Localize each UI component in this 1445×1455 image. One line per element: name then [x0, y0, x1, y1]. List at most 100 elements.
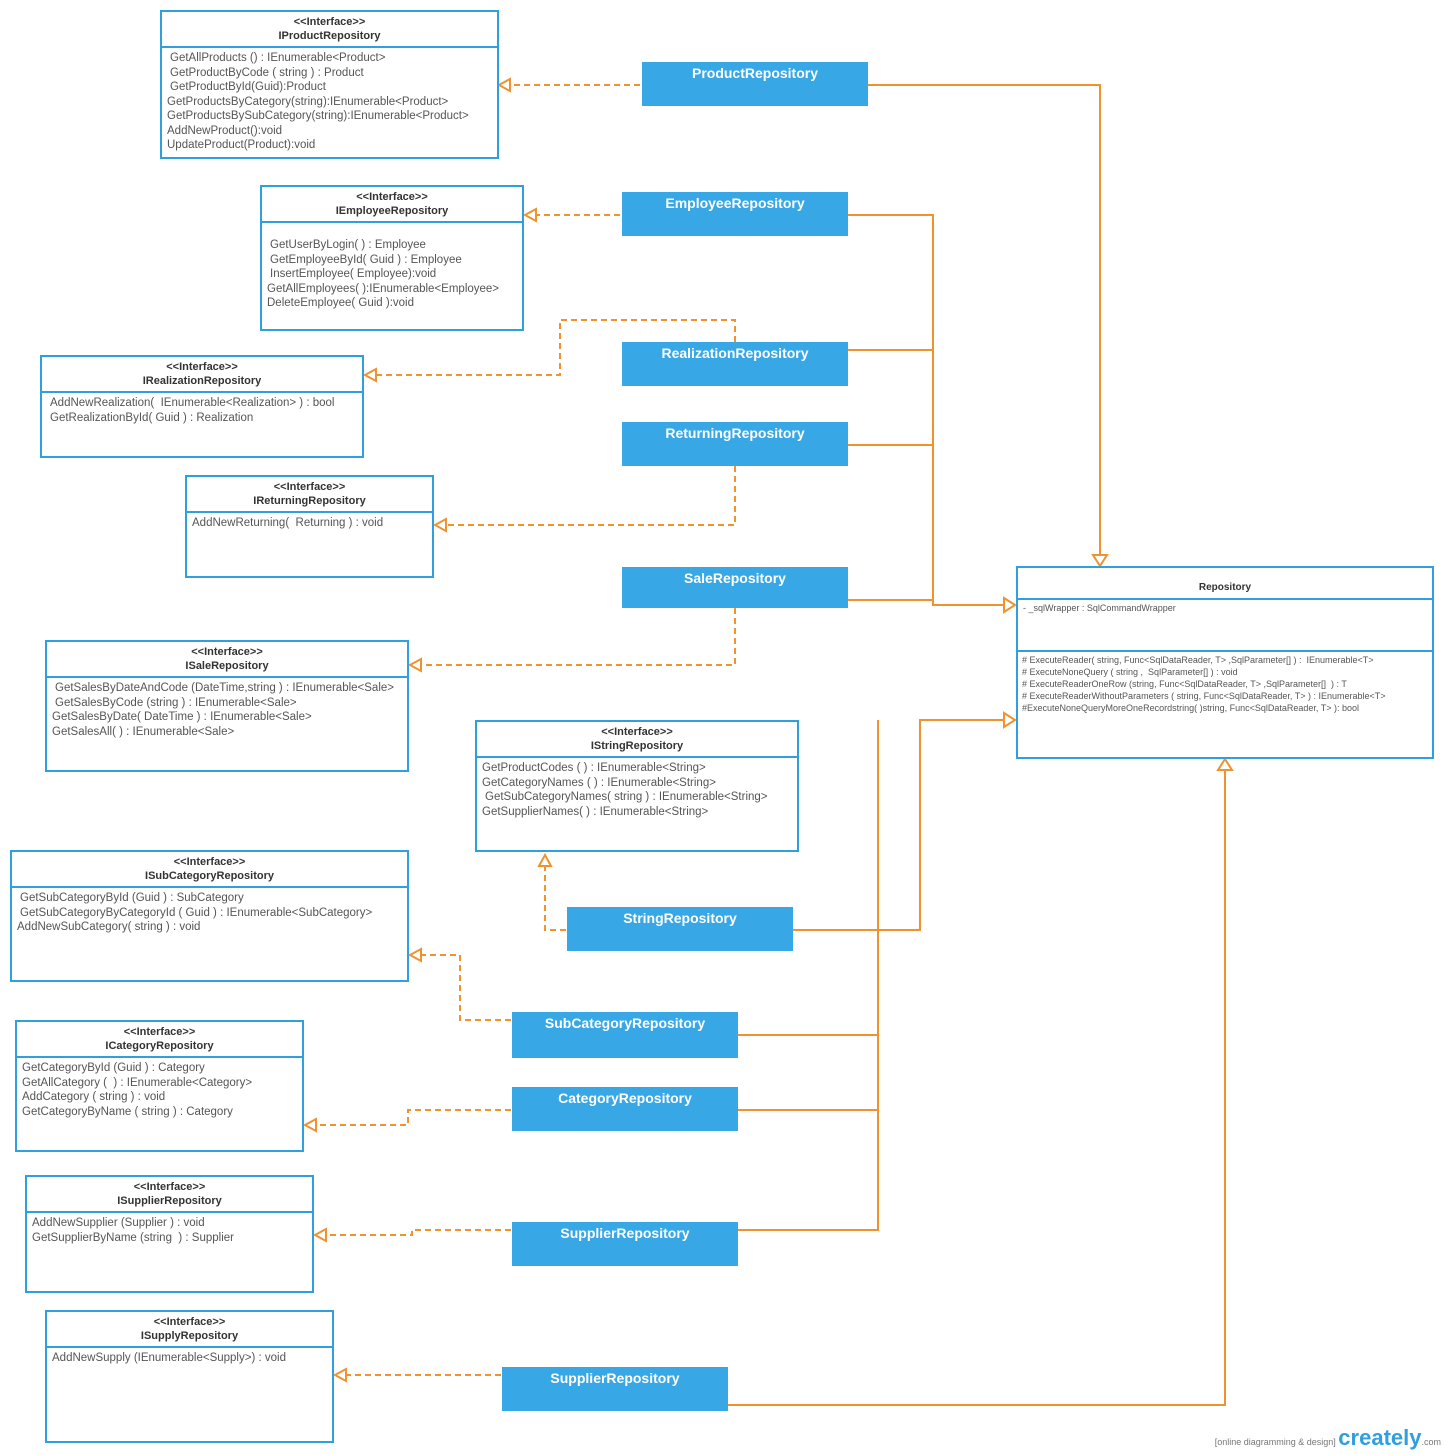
stereotype-label: <<Interface>> [173, 856, 246, 868]
realization-subcategory [421, 954, 511, 1021]
method: GetProductsBySubCategory(string):IEnumer… [167, 110, 469, 122]
generalization-product [868, 84, 1101, 555]
class-returningrepository[interactable]: ReturningRepository [622, 422, 848, 466]
interface-isupplierrepository[interactable]: <<Interface>>ISupplierRepository AddNewS… [25, 1175, 314, 1293]
method: GetCategoryById (Guid ) : Category [22, 1062, 205, 1074]
interface-iemployeerepository[interactable]: <<Interface>> IEmployeeRepository GetUser… [260, 185, 524, 331]
interface-isupplyrepository[interactable]: <<Interface>> ISupplyRepository AddNewSup… [45, 1310, 334, 1443]
method: GetEmployeeById( Guid ) : Employee [270, 253, 462, 266]
interface-name: ISupplyRepository [140, 1330, 239, 1342]
interface-name: ISaleRepository [185, 660, 269, 672]
repository-method: # ExecuteReaderWithoutParameters ( strin… [1022, 691, 1386, 701]
realization-realization [376, 319, 736, 376]
repository-method: #ExecuteNoneQueryMoreOneRecordstring( )s… [1022, 703, 1359, 713]
method: AddNewSubCategory( string ) : void [17, 921, 201, 933]
repository-method: # ExecuteReaderOneRow (string, Func<SqlD… [1022, 679, 1347, 689]
creately-watermark: [online diagramming & design] creately.c… [1215, 1425, 1441, 1451]
generalization-supply [728, 770, 1226, 1406]
generalization-string [793, 719, 1004, 931]
arrowhead-icon [432, 517, 447, 533]
arrowhead-icon [312, 1227, 327, 1243]
method: AddNewReturning( Returning ) : void [192, 517, 384, 529]
method: AddNewRealization( IEnumerable<Realizati… [50, 397, 335, 409]
stereotype-label: <<Interface>> [356, 191, 428, 203]
method: GetSalesByDate( DateTime ) : IEnumerable… [52, 711, 312, 723]
realization-category [316, 1109, 511, 1126]
class-salerepository[interactable]: SaleRepository [622, 567, 848, 608]
generalization-lower-bus [738, 720, 879, 1231]
interface-name: IEmployeeRepository [335, 205, 449, 217]
method: GetCategoryByName ( string ) : Category [22, 1105, 233, 1118]
method: GetSalesByCode (string ) : IEnumerable<S… [55, 696, 297, 709]
interface-name: IRealizationRepository [142, 375, 262, 387]
class-productrepository[interactable]: ProductRepository [642, 62, 868, 106]
arrowhead-icon [537, 852, 553, 867]
method: GetAllCategory ( ) : IEnumerable<Categor… [22, 1076, 253, 1089]
interface-isubcategoryrepository[interactable]: <<Interface>> ISubCategoryRepository GetS… [10, 850, 409, 982]
method: AddNewProduct():void [167, 124, 283, 137]
method: GetProductsByCategory(string):IEnumerabl… [167, 95, 449, 108]
method: GetProductByCode ( string ) : Product [170, 66, 364, 79]
realization-returning [446, 466, 736, 526]
arrowhead-icon [1003, 711, 1017, 729]
method: GetSupplierByName (string ) : Supplier [32, 1231, 234, 1244]
interface-name: IStringRepository [590, 740, 684, 752]
interface-ireturningrepository[interactable]: <<Interface>>IReturningRepository AddNew… [185, 475, 434, 578]
stereotype-label: <<Interface>> [601, 726, 673, 738]
arrowhead-icon [522, 207, 537, 223]
repository-method: # ExecuteReader( string, Func<SqlDataRea… [1022, 655, 1374, 665]
method: GetUserByLogin( ) : Employee [270, 239, 426, 251]
interface-iproductrepository[interactable]: <<Interface>>IProductRepository GetAllPr… [160, 10, 499, 159]
class-subcategoryrepository[interactable]: SubCategoryRepository [512, 1012, 738, 1058]
class-realizationrepository[interactable]: RealizationRepository [622, 342, 848, 386]
realization-string [544, 866, 566, 931]
stereotype-label: <<Interface>> [153, 1316, 226, 1328]
stereotype-label: <<Interface>> [133, 1181, 206, 1193]
method: GetSalesAll( ) : IEnumerable<Sale> [52, 725, 235, 738]
realization-sale [421, 608, 736, 666]
stereotype-label: <<Interface>> [273, 481, 346, 493]
interface-istringrepository[interactable]: <<Interface>>IStringRepository GetProduc… [475, 720, 799, 852]
brand-suffix: .com [1421, 1437, 1441, 1447]
arrowhead-icon [407, 947, 422, 963]
brand-tagline: [online diagramming & design] [1214, 1437, 1336, 1447]
arrowhead-icon [362, 367, 377, 383]
method: GetSubCategoryById (Guid ) : SubCategory [20, 892, 244, 904]
realization-supplier [326, 1229, 511, 1236]
method: AddNewSupply (IEnumerable<Supply>) : voi… [52, 1352, 286, 1364]
interface-name: ISupplierRepository [117, 1195, 222, 1207]
interface-irealizationrepository[interactable]: <<Interface>> IRealizationRepository AddN… [40, 355, 364, 458]
class-supplierrepository[interactable]: SupplierRepository [512, 1222, 738, 1266]
creately-logo: creately [1338, 1425, 1422, 1450]
repository-method: # ExecuteNoneQuery ( string , SqlParamet… [1022, 667, 1238, 677]
method: GetProductById(Guid):Product [170, 81, 326, 93]
method: GetSubCategoryByCategoryId ( Guid ) : IE… [20, 906, 373, 919]
method: UpdateProduct(Product):void [167, 139, 316, 151]
class-repository[interactable]: Repository - _sqlWrapper : SqlCommandWra… [1016, 566, 1434, 759]
class-stringrepository[interactable]: StringRepository [567, 907, 793, 951]
class-categoryrepository[interactable]: CategoryRepository [512, 1087, 738, 1131]
generalization-employee [848, 214, 1004, 606]
method: AddCategory ( string ) : void [22, 1091, 166, 1103]
method: GetRealizationById( Guid ) : Realization [50, 411, 254, 424]
interface-name: IProductRepository [278, 30, 381, 42]
class-employeerepository[interactable]: EmployeeRepository [622, 192, 848, 236]
arrowhead-icon [302, 1117, 317, 1133]
method: GetSupplierNames( ) : IEnumerable<String… [482, 805, 709, 818]
arrowhead-icon [1003, 596, 1017, 614]
interface-name: ICategoryRepository [105, 1040, 214, 1052]
interface-name: ISubCategoryRepository [145, 870, 274, 882]
arrowhead-icon [1091, 554, 1109, 568]
stereotype-label: <<Interface>> [123, 1026, 196, 1038]
method: GetAllEmployees( ):IEnumerable<Employee> [267, 282, 500, 295]
class-supplierrepository-2[interactable]: SupplierRepository [502, 1367, 728, 1411]
stereotype-label: <<Interface>> [191, 646, 263, 658]
stereotype-label: <<Interface>> [166, 361, 238, 373]
method: DeleteEmployee( Guid ):void [267, 297, 415, 309]
interface-icategoryrepository[interactable]: <<Interface>> ICategoryRepository GetCate… [15, 1020, 304, 1152]
method: GetSalesByDateAndCode (DateTime,string )… [55, 682, 394, 694]
arrowhead-icon [1216, 757, 1234, 771]
repository-name: Repository [1018, 568, 1432, 600]
interface-isalerepository[interactable]: <<Interface>> ISaleRepository GetSalesByD… [45, 640, 409, 772]
